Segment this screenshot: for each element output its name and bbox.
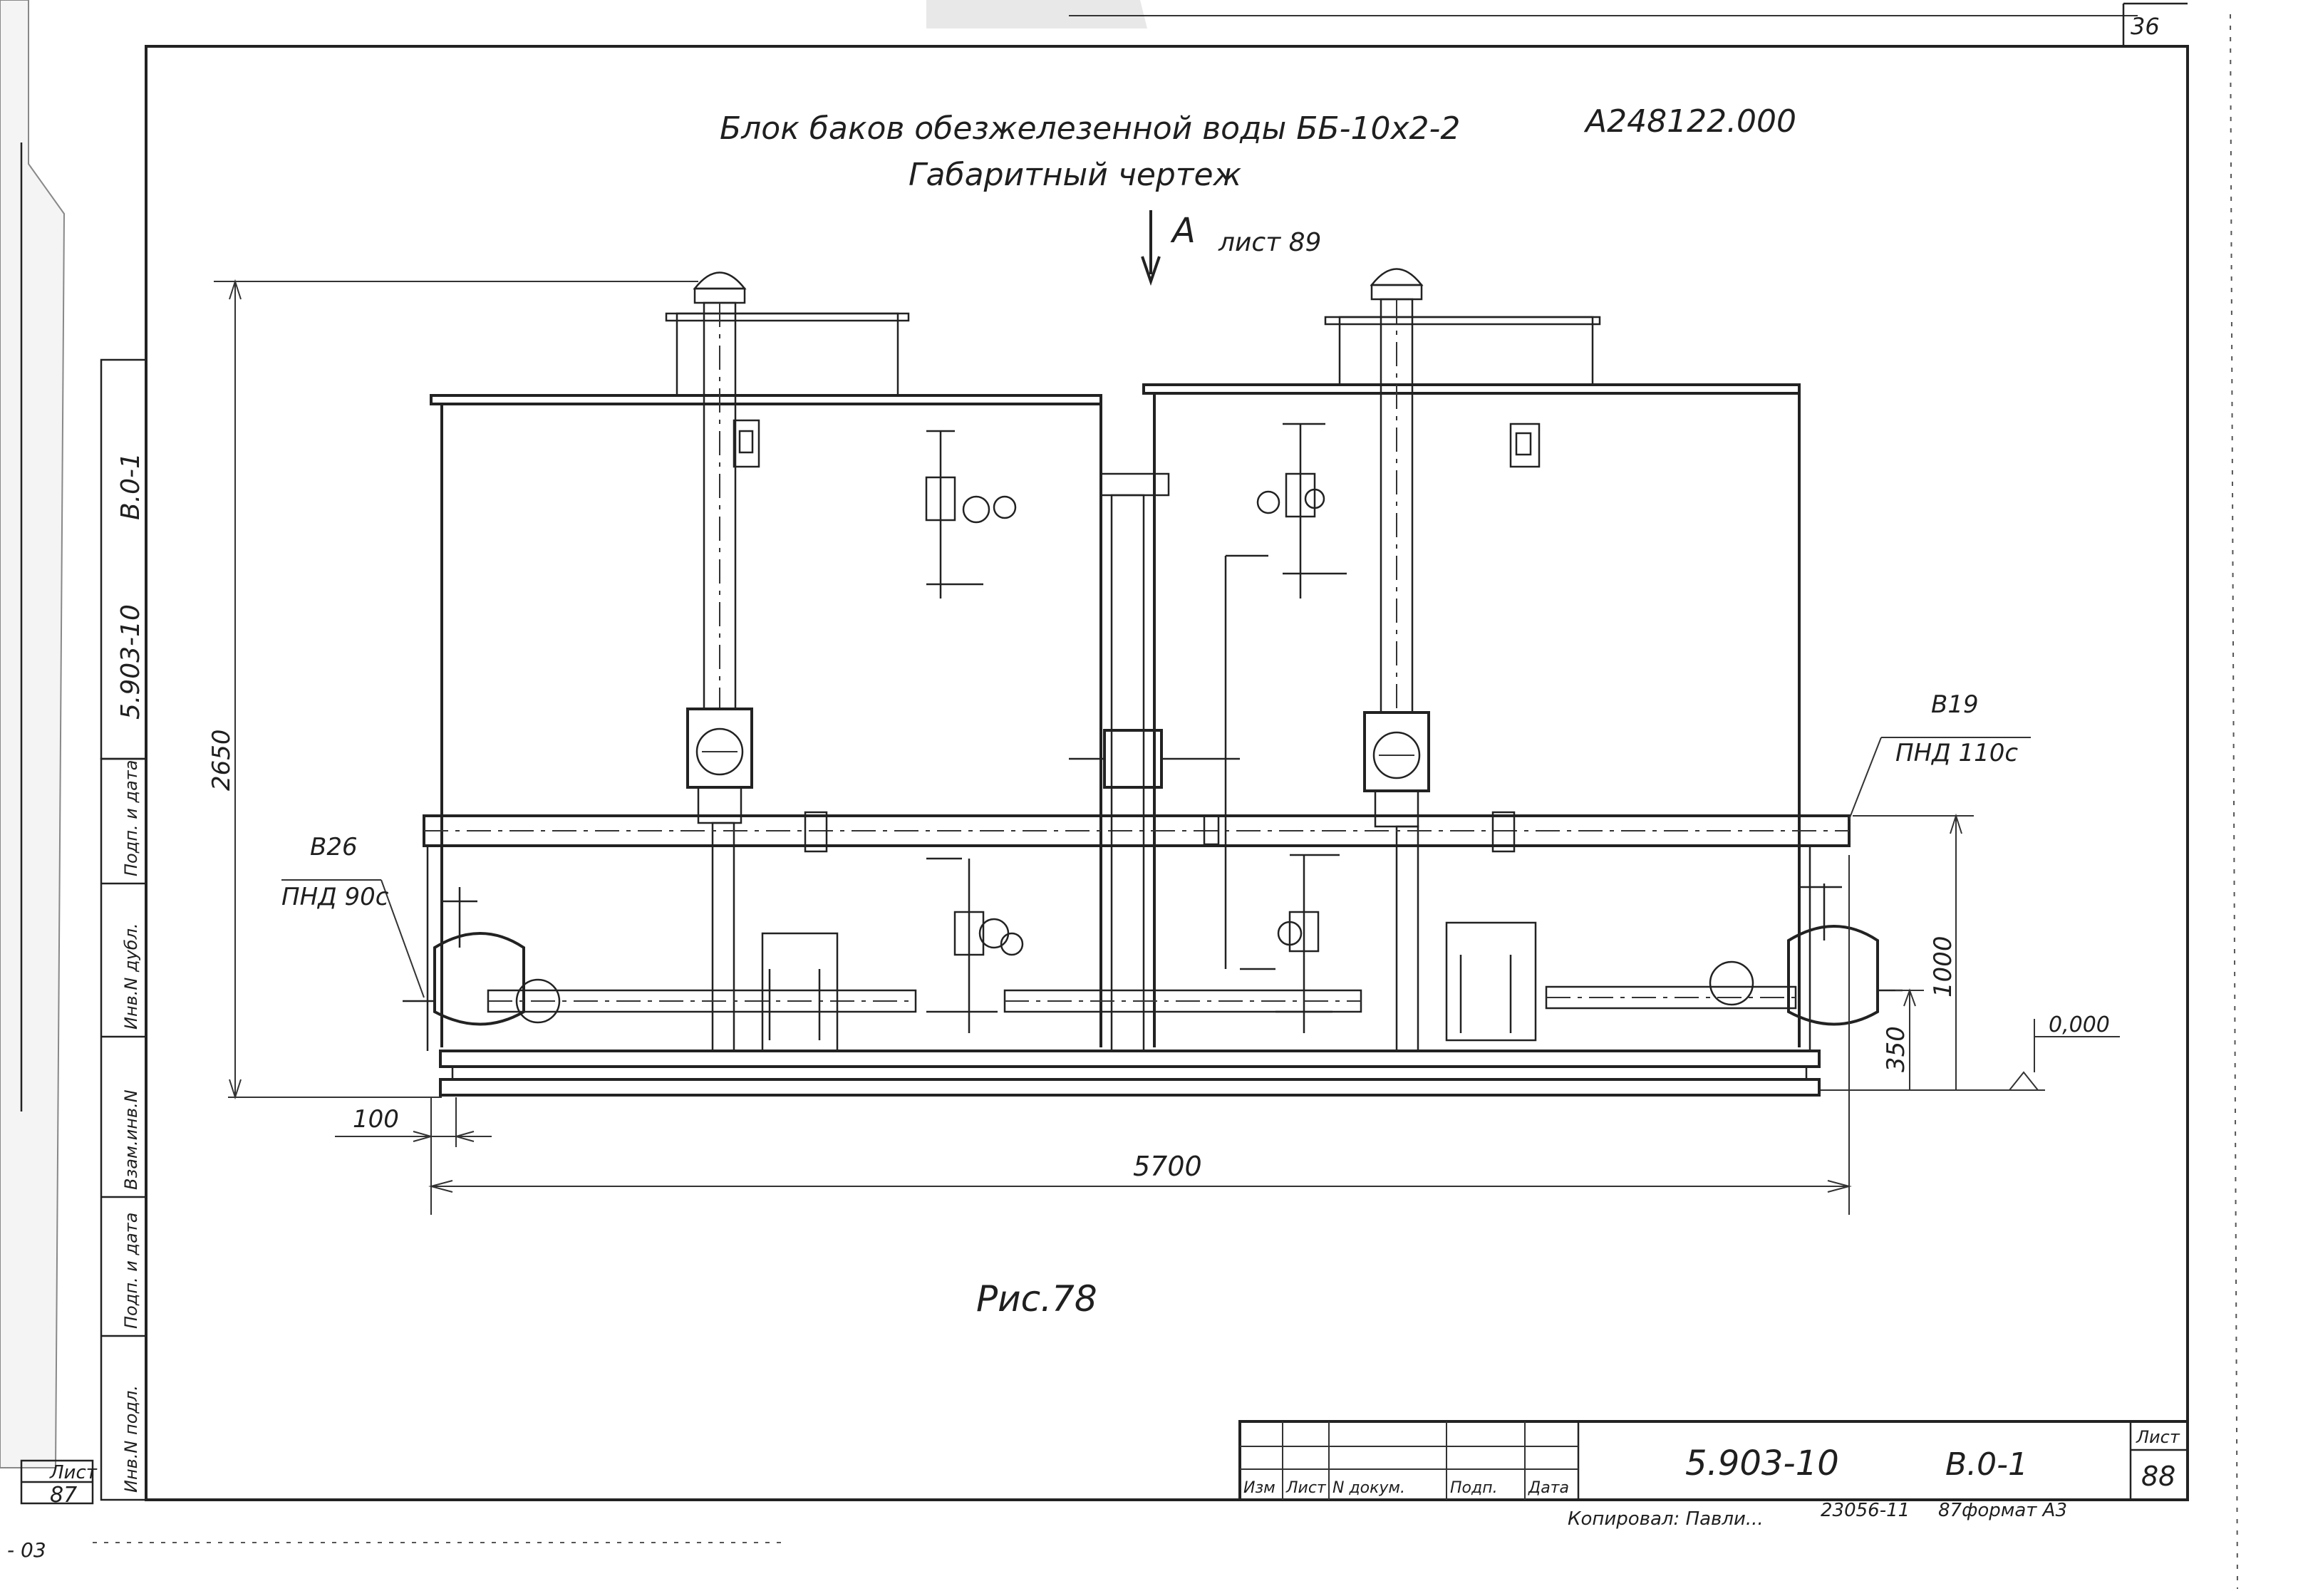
dim-level-mark: 0,000: [2049, 1012, 2110, 1037]
column-left: [686, 271, 753, 1052]
tb-header-sign: Подп.: [1450, 1479, 1498, 1497]
callout-right: В19 ПНД 110с: [1848, 690, 2031, 820]
stamp-cell-3: Инв.N дубл.: [121, 923, 141, 1030]
dim-offset-left: 100: [353, 1105, 399, 1134]
stamp-cell-2: Взам.инв.N: [121, 1089, 141, 1190]
tb-doc-code: 5.903-10: [1685, 1444, 1839, 1483]
drawing-code: А248122.000: [1583, 103, 1796, 140]
title-block: Изм Лист N докум. Подп. Дата 5.903-10 В.…: [1238, 1420, 2189, 1530]
gauge-left-lower: [926, 857, 1024, 1033]
tb-header-date: Дата: [1528, 1479, 1569, 1497]
valve-right: [1709, 884, 1903, 1026]
callout-left: В26 ПНД 90с: [281, 833, 425, 998]
tank-left: [430, 312, 1102, 1047]
dim-length-total: 5700: [1133, 1151, 1202, 1182]
view-sheet-ref: лист 89: [1218, 228, 1321, 257]
side-stamp: 5.903-10 В.0-1 Инв.N подл. Подп. и дата …: [100, 358, 148, 1501]
figure-caption: Рис.78: [976, 1278, 1097, 1320]
tb-copied-by: Копировал: Павли...: [1568, 1508, 1764, 1530]
stamp-code: 5.903-10: [116, 604, 145, 720]
tape-strip: [926, 0, 1147, 28]
tb-format: 87формат А3: [1938, 1500, 2067, 1521]
tb-issue: В.0-1: [1945, 1446, 2028, 1483]
dim-height-total: 2650: [207, 729, 236, 791]
tank-block-drawing: [403, 268, 1903, 1097]
fragment-bottom-label: - 03: [7, 1538, 46, 1562]
paper-edge-right: [2230, 14, 2238, 1590]
tank-right: [1142, 316, 1801, 1047]
callout-left-id: В26: [310, 833, 358, 861]
column-right: [1363, 268, 1430, 1052]
stamp-cell-4: Подп. и дата: [121, 760, 141, 877]
view-letter: А: [1170, 211, 1196, 251]
view-arrow: А лист 89: [1141, 210, 1321, 286]
dimensions: 2650 1000 350 0,000 100 5700: [207, 279, 2120, 1215]
collector-pipe: [423, 811, 1851, 1051]
fragment-sheet-label: Лист: [49, 1462, 98, 1483]
corner-number: 36: [2131, 13, 2160, 40]
callout-right-id: В19: [1931, 690, 1979, 719]
stamp-cell-1: Подп. и дата: [121, 1213, 141, 1330]
stamp-cell-0: Инв.N подл.: [121, 1385, 141, 1493]
stamp-issue: В.0-1: [116, 452, 145, 520]
drawing-subtitle: Габаритный чертеж: [909, 157, 1242, 193]
fragment-sheet-number: 87: [50, 1483, 77, 1508]
callout-right-pipe: ПНД 110с: [1895, 739, 2018, 767]
tb-header-sheet: Лист: [1285, 1479, 1327, 1497]
dim-height-low: 350: [1882, 1026, 1910, 1072]
tb-sheet-label: Лист: [2136, 1427, 2180, 1447]
left-fragment: Лист 87 - 03: [0, 0, 98, 1562]
lower-pipes: [487, 921, 1797, 1052]
gauge-right-upper: [1256, 423, 1347, 598]
tb-header-rev: Изм: [1243, 1479, 1275, 1497]
tb-header-doc: N докум.: [1332, 1479, 1405, 1497]
callout-left-pipe: ПНД 90с: [281, 883, 389, 911]
tb-sheet-number: 88: [2141, 1461, 2175, 1492]
gauge-left-upper: [925, 430, 1017, 598]
tb-order: 23056-11: [1821, 1500, 1910, 1521]
dim-height-pipe: 1000: [1929, 936, 1957, 998]
drawing-title: Блок баков обезжелезенной воды ББ-10x2-2: [720, 110, 1460, 147]
base-frame: [439, 1050, 1821, 1097]
